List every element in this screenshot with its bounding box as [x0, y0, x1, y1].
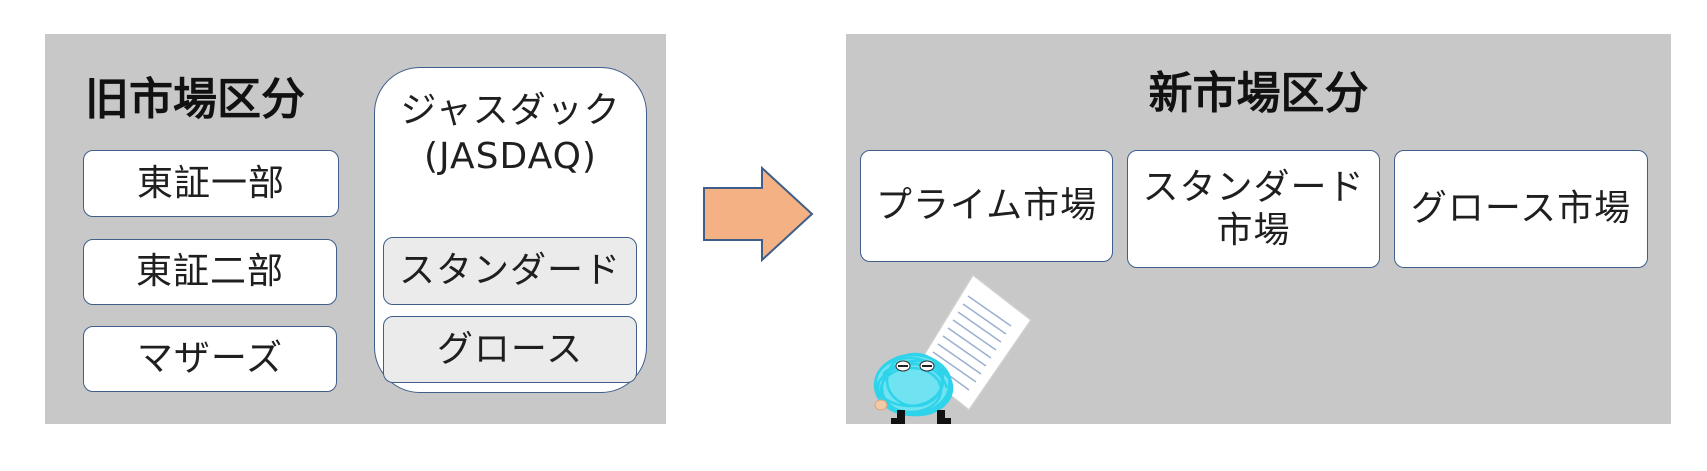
- jasdaq-group: ジャスダック (JASDAQ) スタンダード グロース: [374, 67, 647, 393]
- mascot-feet-icon: [891, 410, 951, 424]
- new-market-panel: 新市場区分 プライム市場 スタンダード 市場 グロース市場: [846, 34, 1671, 424]
- jasdaq-standard-box: スタンダード: [383, 237, 637, 305]
- standard-market-box: スタンダード 市場: [1127, 150, 1380, 268]
- old-market-panel: 旧市場区分 東証一部 東証二部 マザーズ ジャスダック (JASDAQ) スタン…: [45, 34, 666, 424]
- mothers-box: マザーズ: [83, 326, 337, 392]
- new-market-title: 新市場区分: [1148, 68, 1369, 119]
- tosho-second-section-box: 東証二部: [83, 239, 337, 305]
- jasdaq-title: ジャスダック (JASDAQ): [400, 90, 621, 177]
- jasdaq-growth-box: グロース: [383, 316, 637, 383]
- mascot-with-document-illustration: [873, 273, 1033, 424]
- prime-market-box: プライム市場: [860, 150, 1113, 262]
- growth-market-box: グロース市場: [1394, 150, 1648, 268]
- old-market-title: 旧市場区分: [85, 74, 305, 125]
- tosho-first-section-box: 東証一部: [83, 150, 339, 217]
- arrow-right-icon: [703, 166, 814, 262]
- mascot-eyes-icon: [895, 360, 935, 372]
